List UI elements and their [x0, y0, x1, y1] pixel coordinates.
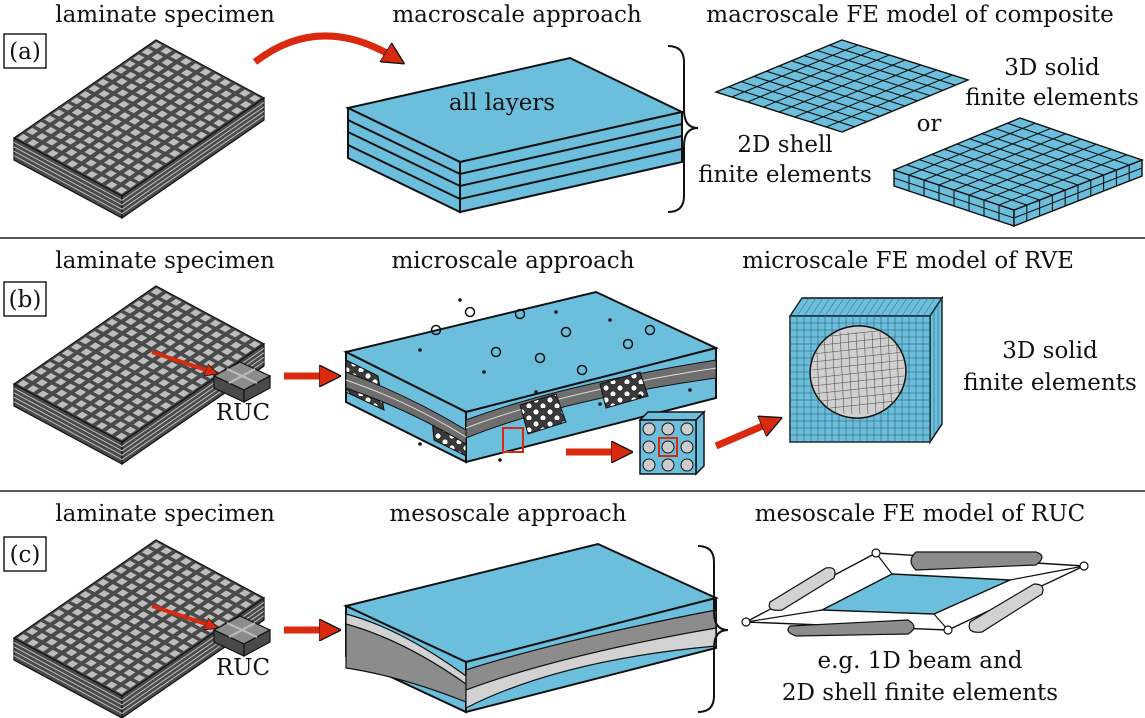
row-c-approach-label: mesoscale approach	[389, 501, 626, 527]
row-b-model-label: microscale FE model of RVE	[742, 248, 1074, 274]
row-c-specimen-label: laminate specimen	[55, 501, 275, 527]
row-a-model-label: macroscale FE model of composite	[706, 2, 1113, 28]
row-a-approach-label: macroscale approach	[392, 2, 642, 28]
solid-mesh-grid	[891, 117, 1145, 228]
ruc-label-c: RUC	[216, 655, 270, 681]
arrow-to-ruc-b	[151, 350, 212, 372]
brace-a	[667, 45, 699, 213]
solid-label-a-line1: 3D solid	[1004, 55, 1100, 81]
microscale-block	[343, 290, 719, 464]
arrow-to-rve-mesh	[714, 422, 772, 450]
tag-a-box	[3, 33, 47, 69]
tag-b-box	[3, 281, 47, 317]
tag-c: (c)	[10, 542, 41, 568]
shell-mesh-grid	[713, 39, 971, 133]
matrix-voids	[418, 298, 692, 462]
mesoscale-fe-model	[741, 548, 1089, 637]
tag-b: (b)	[9, 287, 42, 313]
meso-note-line2: 2D shell finite elements	[782, 680, 1058, 706]
tag-a: (a)	[9, 39, 41, 65]
or-text: or	[917, 111, 942, 137]
solid-label-b-line1: 3D solid	[1002, 338, 1098, 364]
brace-c	[697, 545, 729, 713]
row-a-specimen-label: laminate specimen	[55, 2, 275, 28]
row-c-model-label: mesoscale FE model of RUC	[755, 501, 1085, 527]
ruc-cube-b	[212, 361, 272, 404]
solid-label-b-line2: finite elements	[963, 370, 1137, 396]
mesoscale-block	[343, 542, 719, 714]
rve-small-cube	[638, 410, 706, 476]
meso-note-line1: e.g. 1D beam and	[817, 648, 1022, 674]
curved-arrow-icon	[252, 32, 395, 65]
row-b-specimen-label: laminate specimen	[55, 248, 275, 274]
ruc-label-b: RUC	[216, 400, 270, 426]
shell-label-line2: finite elements	[698, 162, 872, 188]
rve-fe-mesh	[788, 295, 944, 445]
macroscale-block	[344, 56, 686, 214]
laminate-specimen-a	[12, 39, 266, 220]
arrow-to-ruc-c	[151, 604, 212, 626]
ruc-cube-c	[212, 615, 272, 658]
tag-c-box	[3, 536, 47, 572]
solid-label-a-line2: finite elements	[965, 85, 1139, 111]
shell-label-line1: 2D shell	[737, 132, 832, 158]
row-b-approach-label: microscale approach	[392, 248, 635, 274]
block-text-all-layers: all layers	[449, 90, 555, 116]
